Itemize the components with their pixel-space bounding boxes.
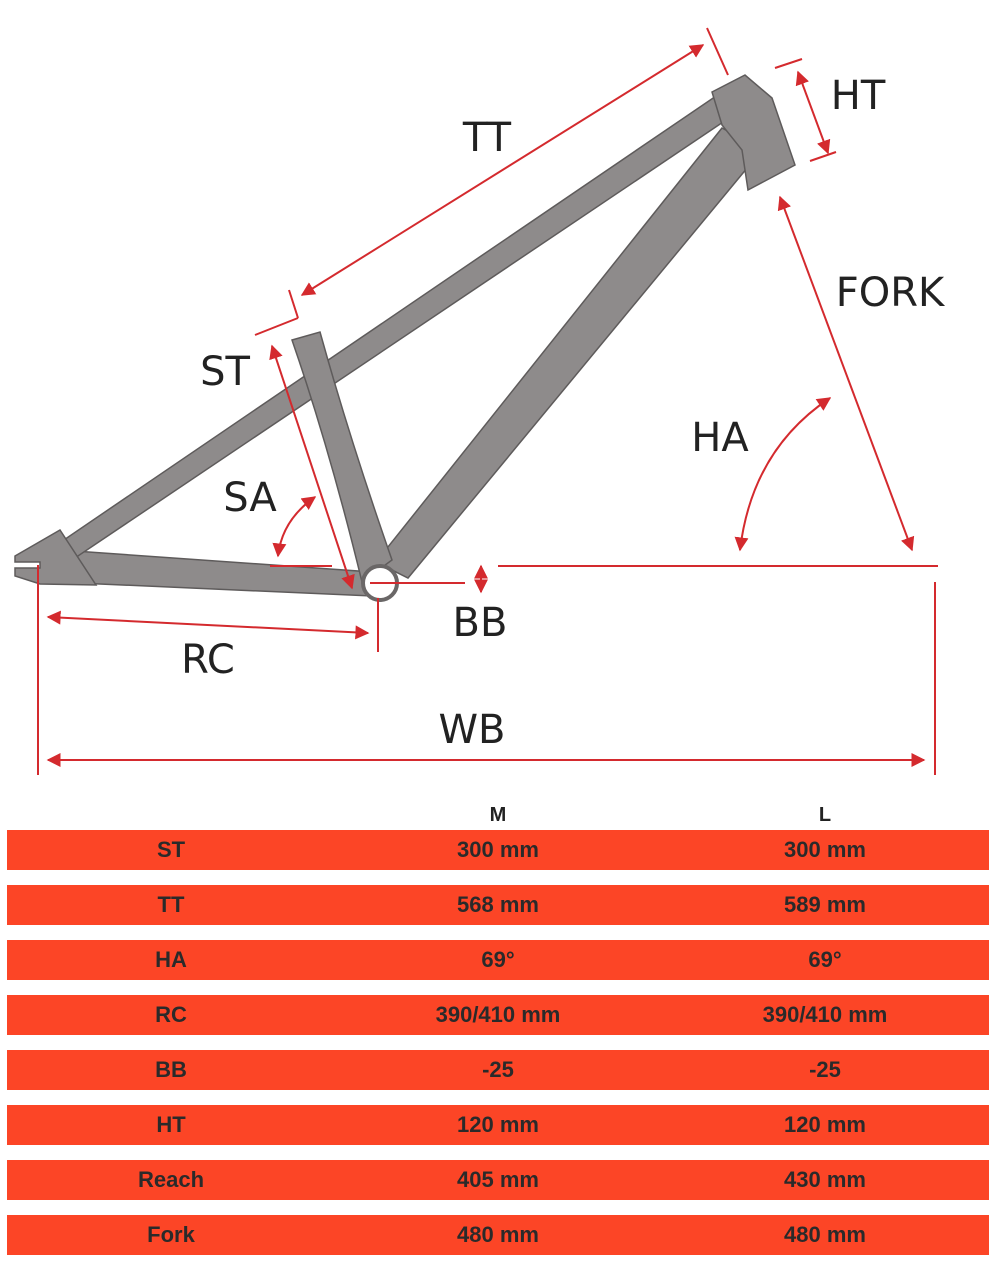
cell-m: 568 mm: [457, 892, 539, 917]
cell-m: 405 mm: [457, 1167, 539, 1192]
bike-frame: [14, 74, 796, 602]
cell-l: -25: [809, 1057, 841, 1082]
rear-dropout: [14, 528, 98, 586]
cell-m: 480 mm: [457, 1222, 539, 1247]
row-label: ST: [156, 837, 186, 862]
label-st: ST: [200, 349, 250, 395]
cell-m: 69°: [481, 947, 515, 972]
cell-m: 120 mm: [457, 1112, 539, 1137]
cell-l: 480 mm: [784, 1222, 866, 1247]
table-row: Reach 405 mm 430 mm: [7, 1160, 989, 1200]
table-row: Fork 480 mm 480 mm: [7, 1215, 989, 1255]
cell-m: 390/410 mm: [435, 1002, 561, 1027]
cell-l: 300 mm: [784, 837, 866, 862]
table-header: M L: [7, 800, 989, 830]
head-tube: [711, 74, 796, 192]
label-fork: FORK: [836, 270, 946, 316]
label-tt: TT: [462, 115, 512, 161]
row-label: TT: [157, 892, 185, 917]
label-bb: BB: [453, 600, 508, 646]
table-row: ST 300 mm 300 mm: [7, 830, 989, 870]
table-row: RC 390/410 mm 390/410 mm: [7, 995, 989, 1035]
row-label: Reach: [137, 1167, 205, 1192]
cell-l: 390/410 mm: [762, 1002, 888, 1027]
frame-geometry-diagram: TT HT FORK ST SA HA BB RC WB: [14, 27, 946, 775]
cell-m: -25: [482, 1057, 514, 1082]
cell-l: 589 mm: [784, 892, 866, 917]
row-label: BB: [155, 1057, 187, 1082]
cell-l: 120 mm: [784, 1112, 866, 1137]
dimension-lines: [37, 27, 938, 775]
table-row: HA 69° 69°: [7, 940, 989, 980]
row-label: HA: [155, 947, 187, 972]
chainstay: [54, 549, 373, 597]
row-label: HT: [156, 1112, 186, 1137]
row-label: RC: [155, 1002, 187, 1027]
label-rc: RC: [181, 637, 235, 683]
geometry-table: M L ST 300 mm 300 mm TT 568 mm 589 mm HA 69° 69°…: [7, 800, 989, 1270]
row-label: Fork: [147, 1222, 195, 1247]
table-row: TT 568 mm 589 mm: [7, 885, 989, 925]
table-row: BB -25 -25: [7, 1050, 989, 1090]
cell-l: 430 mm: [784, 1167, 866, 1192]
top-tube: [53, 90, 740, 561]
label-ht: HT: [831, 73, 886, 119]
label-sa: SA: [223, 475, 277, 521]
label-ha: HA: [691, 415, 749, 461]
column-header-m: M: [489, 803, 507, 826]
column-header-l: L: [818, 803, 832, 826]
cell-m: 300 mm: [457, 837, 539, 862]
cell-l: 69°: [808, 947, 842, 972]
label-wb: WB: [439, 707, 506, 753]
table-row: HT 120 mm 120 mm: [7, 1105, 989, 1145]
